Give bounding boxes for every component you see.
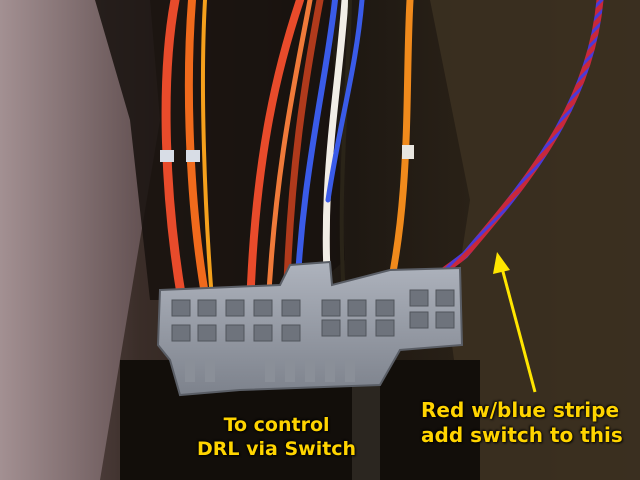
caption-line: DRL via Switch: [197, 437, 357, 460]
caption-line: To control: [223, 414, 330, 436]
wire-label: [186, 150, 200, 162]
caption-stripe-wire: Red w/blue stripe add switch to this: [421, 398, 623, 448]
wire-label: [160, 150, 174, 162]
right-surface: [430, 0, 640, 480]
caption-line: add switch to this: [421, 423, 623, 447]
wire-label: [402, 145, 414, 159]
connector-pins: [171, 289, 455, 342]
caption-line: Red w/blue stripe: [421, 398, 620, 422]
connector-body: [156, 260, 464, 397]
caption-drl-control: To control DRL via Switch: [197, 414, 356, 462]
connector-ribs: [185, 360, 355, 382]
arrow-up-icon: [493, 252, 537, 393]
